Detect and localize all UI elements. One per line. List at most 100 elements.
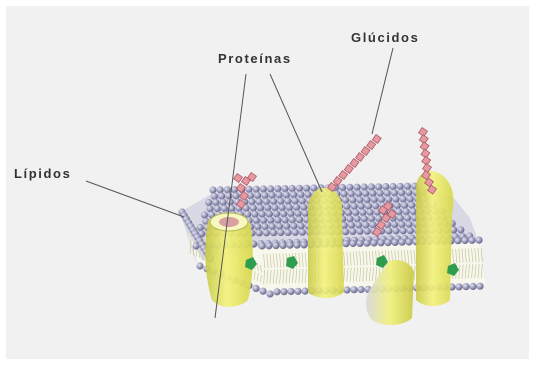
sugar-unit xyxy=(372,135,381,144)
phospholipid-head xyxy=(364,228,371,235)
phospholipid-head xyxy=(287,210,294,217)
phospholipid-head xyxy=(261,223,268,230)
phospholipid-head xyxy=(469,283,476,290)
phospholipid-head xyxy=(398,189,405,196)
phospholipid-head xyxy=(353,184,360,191)
phospholipid-head xyxy=(284,229,291,236)
phospholipid-head xyxy=(363,240,370,247)
phospholipid-head xyxy=(270,198,277,205)
phospholipid-head xyxy=(300,241,307,248)
phospholipid-head xyxy=(212,199,219,206)
phospholipid-head xyxy=(339,184,346,191)
phospholipid-head xyxy=(300,204,307,211)
phospholipid-head xyxy=(301,288,308,295)
phospholipid-head xyxy=(454,237,461,244)
phospholipid-head xyxy=(282,216,289,223)
sugar-unit xyxy=(339,171,348,180)
phospholipid-head xyxy=(350,286,357,293)
phospholipid-head xyxy=(283,191,290,198)
phospholipid-head xyxy=(276,223,283,230)
phospholipid-head xyxy=(283,223,290,230)
phospholipid-head xyxy=(290,191,297,198)
phospholipid-head xyxy=(349,240,356,247)
phospholipid-head xyxy=(299,229,306,236)
phospholipid-head xyxy=(218,193,225,200)
phospholipid-head xyxy=(293,204,300,211)
phospholipid-head xyxy=(221,205,228,212)
phospholipid-head xyxy=(271,204,278,211)
phospholipid-head xyxy=(245,186,252,193)
phospholipid-head xyxy=(270,229,277,236)
phospholipid-head xyxy=(286,242,293,249)
phospholipid-head xyxy=(274,217,281,224)
phospholipid-head xyxy=(397,215,404,222)
phospholipid-head xyxy=(348,190,355,197)
phospholipid-head xyxy=(375,183,382,190)
phospholipid-head xyxy=(457,226,464,233)
phospholipid-head xyxy=(292,197,299,204)
phospholipid-head xyxy=(400,227,407,234)
phospholipid-head xyxy=(384,239,391,246)
phospholipid-head xyxy=(292,229,299,236)
phospholipid-head xyxy=(391,221,398,228)
phospholipid-head xyxy=(201,211,208,218)
phospholipid-head xyxy=(408,202,415,209)
phospholipid-head xyxy=(296,185,303,192)
phospholipid-head xyxy=(299,197,306,204)
phospholipid-head xyxy=(407,227,414,234)
sugar-unit xyxy=(350,159,359,168)
sugar-unit xyxy=(367,141,376,150)
phospholipid-head xyxy=(398,221,405,228)
phospholipid-head xyxy=(279,242,286,249)
phospholipid-head xyxy=(214,205,221,212)
phospholipid-head xyxy=(343,286,350,293)
phospholipid-head xyxy=(348,222,355,229)
phospholipid-head xyxy=(250,204,257,211)
phospholipid-head xyxy=(259,288,266,295)
phospholipid-head xyxy=(252,285,259,292)
phospholipid-head xyxy=(370,239,377,246)
phospholipid-head xyxy=(369,221,376,228)
phospholipid-head xyxy=(362,190,369,197)
phospholipid-head xyxy=(256,229,263,236)
phospholipid-head xyxy=(207,205,214,212)
phospholipid-head xyxy=(361,183,368,190)
phospholipid-head xyxy=(272,242,279,249)
phospholipid-head xyxy=(211,193,218,200)
phospholipid-head xyxy=(355,221,362,228)
phospholipid-head xyxy=(362,221,369,228)
proteinas-leader-line-2 xyxy=(270,74,322,192)
phospholipid-head xyxy=(303,185,310,192)
sugar-unit xyxy=(356,153,365,162)
phospholipid-head xyxy=(257,204,264,211)
phospholipid-head xyxy=(356,196,363,203)
phospholipid-head xyxy=(295,210,302,217)
phospholipid-head xyxy=(265,242,272,249)
phospholipid-head xyxy=(468,237,475,244)
phospholipid-head xyxy=(196,262,203,269)
phospholipid-head xyxy=(398,239,405,246)
phospholipid-head xyxy=(392,227,399,234)
sugar-unit xyxy=(234,174,243,183)
glucidos-leader-line xyxy=(372,48,393,134)
phospholipid-head xyxy=(220,199,227,206)
phospholipid-head xyxy=(294,288,301,295)
phospholipid-head xyxy=(356,228,363,235)
phospholipid-head xyxy=(364,196,371,203)
phospholipid-head xyxy=(405,238,412,245)
phospholipid-head xyxy=(343,203,350,210)
phospholipid-head xyxy=(260,217,267,224)
phospholipid-head xyxy=(209,186,216,193)
phospholipid-head xyxy=(391,239,398,246)
phospholipid-head xyxy=(476,283,483,290)
phospholipid-head xyxy=(455,283,462,290)
phospholipid-head xyxy=(293,242,300,249)
phospholipid-head xyxy=(263,229,270,236)
phospholipid-head xyxy=(340,190,347,197)
phospholipid-head xyxy=(345,209,352,216)
phospholipid-head xyxy=(401,202,408,209)
phospholipid-head xyxy=(382,183,389,190)
phospholipid-head xyxy=(384,189,391,196)
phospholipid-head xyxy=(352,209,359,216)
phospholipid-head xyxy=(197,224,204,231)
